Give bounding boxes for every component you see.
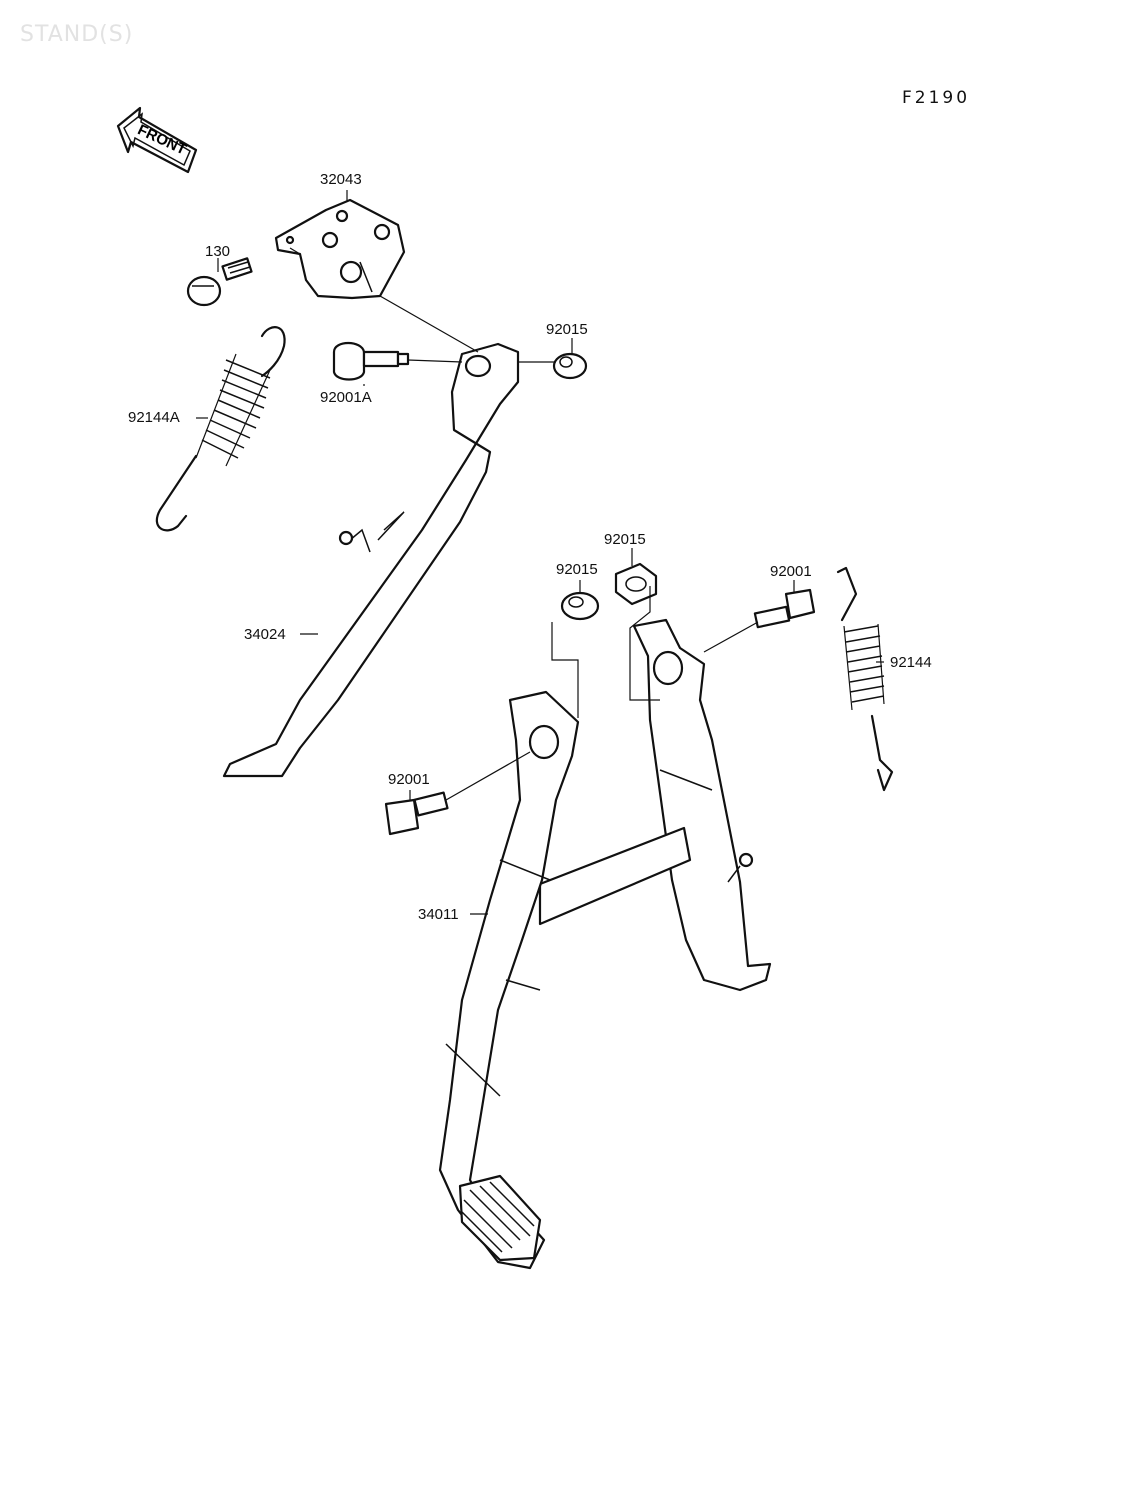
nut-92015-left	[560, 591, 600, 621]
part-label-92001-right: 92001	[770, 563, 812, 580]
part-label-92001A: 92001A	[320, 389, 372, 406]
side-stand-34024	[222, 342, 520, 778]
part-label-92015-top: 92015	[546, 321, 588, 338]
part-label-130: 130	[205, 243, 231, 260]
part-label-92015-mid: 92015	[604, 531, 646, 548]
assembly-lines	[289, 247, 759, 801]
spring-92144A	[155, 326, 286, 532]
nut-92015-mid	[614, 562, 658, 606]
leader-lines	[196, 190, 884, 915]
bolt-130	[186, 257, 253, 307]
watermark-text: STAND(S)	[20, 22, 134, 47]
center-stand-34011	[438, 618, 772, 1270]
spring-92144	[836, 566, 894, 792]
figure-code: F2190	[902, 88, 971, 108]
nut-92015-top	[552, 352, 588, 380]
pin-92001A	[332, 341, 410, 381]
part-label-92144: 92144	[890, 654, 932, 671]
part-label-92144A: 92144A	[128, 409, 180, 426]
front-arrow-icon: FRONT	[116, 106, 198, 174]
part-label-32043: 32043	[320, 171, 362, 188]
part-label-92001-left: 92001	[388, 771, 430, 788]
part-label-92015-left: 92015	[556, 561, 598, 578]
part-label-34011: 34011	[418, 906, 459, 923]
bracket-32043	[274, 198, 406, 300]
bolt-92001-left	[384, 791, 449, 836]
part-label-34024: 34024	[244, 626, 286, 643]
bolt-92001-right	[753, 588, 816, 629]
